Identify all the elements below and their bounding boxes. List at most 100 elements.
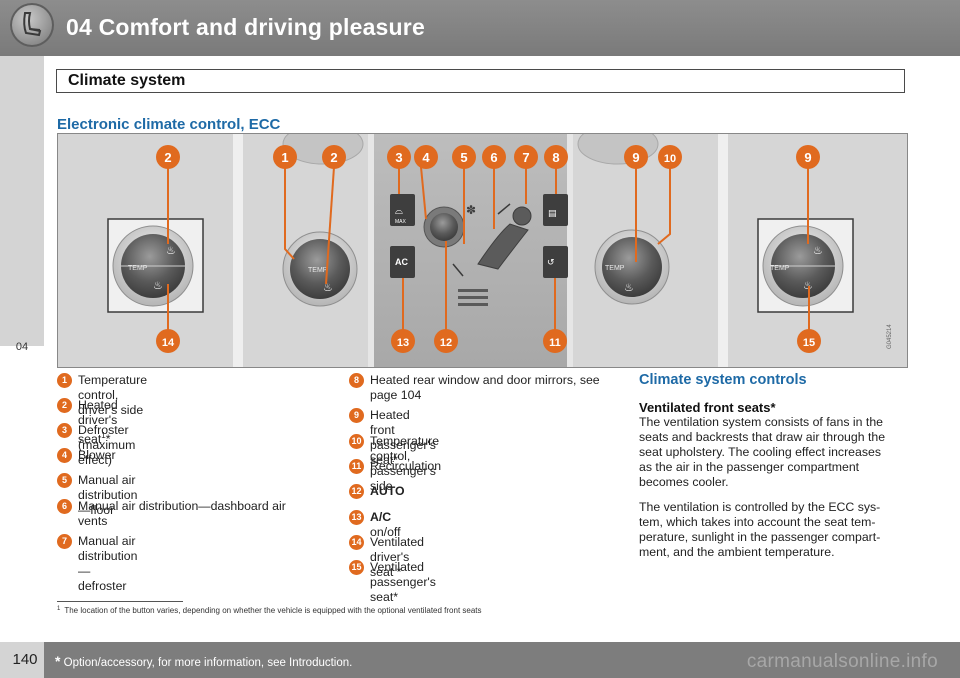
callout-label: 7 bbox=[522, 150, 529, 165]
temp-label: TEMP bbox=[770, 265, 790, 272]
legend-text: Temperature control, passenger's side bbox=[370, 434, 440, 493]
legend-text: AUTO bbox=[370, 484, 405, 498]
ecc-panel-illustration: TEMP ♨ ♨ TEMP ♨ ⌓ MAX AC ✽ ▤ ↺ T bbox=[57, 133, 908, 368]
watermark: carmanualsonline.info bbox=[746, 651, 938, 672]
legend-number: 15 bbox=[349, 560, 364, 575]
air-distribution-figure bbox=[477, 223, 529, 270]
seat-heat-icon: ♨ bbox=[813, 244, 823, 257]
callout-label: 14 bbox=[162, 337, 175, 349]
paragraph-2: The ventilation is controlled by the ECC… bbox=[639, 500, 904, 560]
callout-label: 13 bbox=[397, 337, 409, 349]
legend-text: Ventilated passenger's seat* bbox=[370, 560, 436, 604]
seat-fan-icon: ♨ bbox=[153, 279, 163, 292]
legend-text: Heated driver's seat1* bbox=[78, 398, 118, 447]
callout-label: 9 bbox=[632, 150, 639, 165]
legend-number: 10 bbox=[349, 434, 364, 449]
text-line: becomes cooler. bbox=[639, 475, 729, 489]
section-title: Climate system bbox=[68, 72, 186, 89]
max-label: MAX bbox=[395, 219, 407, 225]
legend-number: 14 bbox=[349, 535, 364, 550]
legend-number: 11 bbox=[349, 459, 364, 474]
legend-number: 2 bbox=[57, 398, 72, 413]
paragraph-1: The ventilation system consists of fans … bbox=[639, 415, 904, 490]
callout-label: 6 bbox=[490, 150, 497, 165]
legend-number: 5 bbox=[57, 473, 72, 488]
callout-label: 11 bbox=[549, 337, 561, 349]
fan-icon: ✽ bbox=[466, 203, 476, 217]
legend-number: 9 bbox=[349, 408, 364, 423]
climate-controls-section: Climate system controls Ventilated front… bbox=[639, 372, 904, 560]
seat-heat-icon: ♨ bbox=[166, 244, 176, 257]
legend-number: 4 bbox=[57, 448, 72, 463]
seat-heat-icon: ♨ bbox=[624, 281, 634, 294]
legend-number: 12 bbox=[349, 484, 364, 499]
callout-label: 3 bbox=[395, 150, 402, 165]
chapter-number: 04 bbox=[15, 341, 29, 353]
page-number: 140 bbox=[12, 651, 38, 668]
legend-line: Heated rear window and door mirrors, see bbox=[370, 373, 600, 387]
option-star: * bbox=[55, 653, 61, 669]
option-star: * bbox=[105, 432, 111, 447]
figure-code: G045214 bbox=[887, 324, 893, 349]
callout-label: 9 bbox=[804, 150, 811, 165]
page-number-box bbox=[0, 642, 44, 678]
ac-label: AC bbox=[395, 257, 408, 267]
footnote-rule bbox=[57, 601, 183, 602]
callout-label: 10 bbox=[664, 153, 676, 165]
legend-text-main: Heated driver's seat bbox=[78, 398, 118, 447]
ecc-panel-drawing: TEMP ♨ ♨ TEMP ♨ ⌓ MAX AC ✽ ▤ ↺ T bbox=[58, 134, 907, 367]
blower-knob[interactable] bbox=[430, 213, 458, 241]
ac-button[interactable] bbox=[390, 246, 415, 278]
callout-label: 4 bbox=[422, 150, 430, 165]
legend-text: Blower bbox=[78, 448, 116, 462]
legend-text: Heated front passenger's seat* bbox=[370, 408, 436, 467]
seat-heat-icon: ♨ bbox=[323, 281, 333, 294]
section-title-bar: Climate system bbox=[56, 69, 905, 93]
footnote-number: 1 bbox=[57, 606, 61, 612]
legend-number: 8 bbox=[349, 373, 364, 388]
callout-label: 8 bbox=[552, 150, 559, 165]
chapter-tab: 04 bbox=[0, 56, 44, 353]
text-line: The ventilation system consists of fans … bbox=[639, 415, 884, 429]
text-line: perature, sunlight in the passenger comp… bbox=[639, 530, 881, 544]
legend-text: Ventilated driver's seat * bbox=[370, 535, 425, 579]
legend-line: Manual air distribution—dashboard air bbox=[78, 499, 286, 513]
rear-window-heat-icon: ▤ bbox=[548, 209, 557, 219]
legend-text: Defroster (maximum effect) bbox=[78, 423, 136, 467]
callout-leaders bbox=[167, 166, 810, 331]
text-line: as the air in the passenger compartment bbox=[639, 460, 860, 474]
section-heading: Climate system controls bbox=[639, 372, 807, 388]
footer-note-text: Option/accessory, for more information, … bbox=[60, 657, 353, 669]
legend-text-bold: A/C bbox=[370, 510, 392, 524]
legend-line: vents bbox=[78, 514, 108, 528]
legend-text: Manual air distribution—floor bbox=[78, 473, 138, 517]
legend-text: Recirculation bbox=[370, 459, 442, 473]
temp-label: TEMP bbox=[308, 267, 328, 274]
legend-number: 1 bbox=[57, 373, 72, 388]
callout-label: 2 bbox=[164, 150, 171, 165]
legend-text-main: on/off bbox=[370, 525, 401, 539]
legend-number: 13 bbox=[349, 510, 364, 525]
recirculation-button[interactable] bbox=[543, 246, 568, 278]
defrost-icon: ⌓ bbox=[395, 206, 403, 217]
seat-icon bbox=[10, 3, 54, 47]
legend-text: Temperature control, driver's side bbox=[78, 373, 148, 417]
footer-note: * Option/accessory, for more information… bbox=[55, 653, 352, 669]
temp-label: TEMP bbox=[128, 265, 148, 272]
legend-text: Heated rear window and door mirrors, see… bbox=[370, 373, 630, 403]
rear-defrost-button[interactable] bbox=[543, 194, 568, 226]
footnote-text: The location of the button varies, depen… bbox=[64, 606, 482, 615]
recirculation-icon: ↺ bbox=[547, 258, 555, 268]
callout-label: 5 bbox=[460, 150, 467, 165]
callout-label: 1 bbox=[281, 150, 288, 165]
defroster-max-button[interactable] bbox=[390, 194, 415, 226]
legend-line: page 104 bbox=[370, 388, 422, 402]
text-line: The ventilation is controlled by the ECC… bbox=[639, 500, 881, 514]
page-footer: 140 * Option/accessory, for more informa… bbox=[0, 642, 960, 678]
page-subheading: Electronic climate control, ECC bbox=[57, 116, 281, 133]
legend-number: 6 bbox=[57, 499, 72, 514]
callout-label: 15 bbox=[803, 337, 815, 349]
temp-label: TEMP bbox=[605, 265, 625, 272]
legend-text: Manual air distribution—defroster bbox=[78, 534, 138, 593]
